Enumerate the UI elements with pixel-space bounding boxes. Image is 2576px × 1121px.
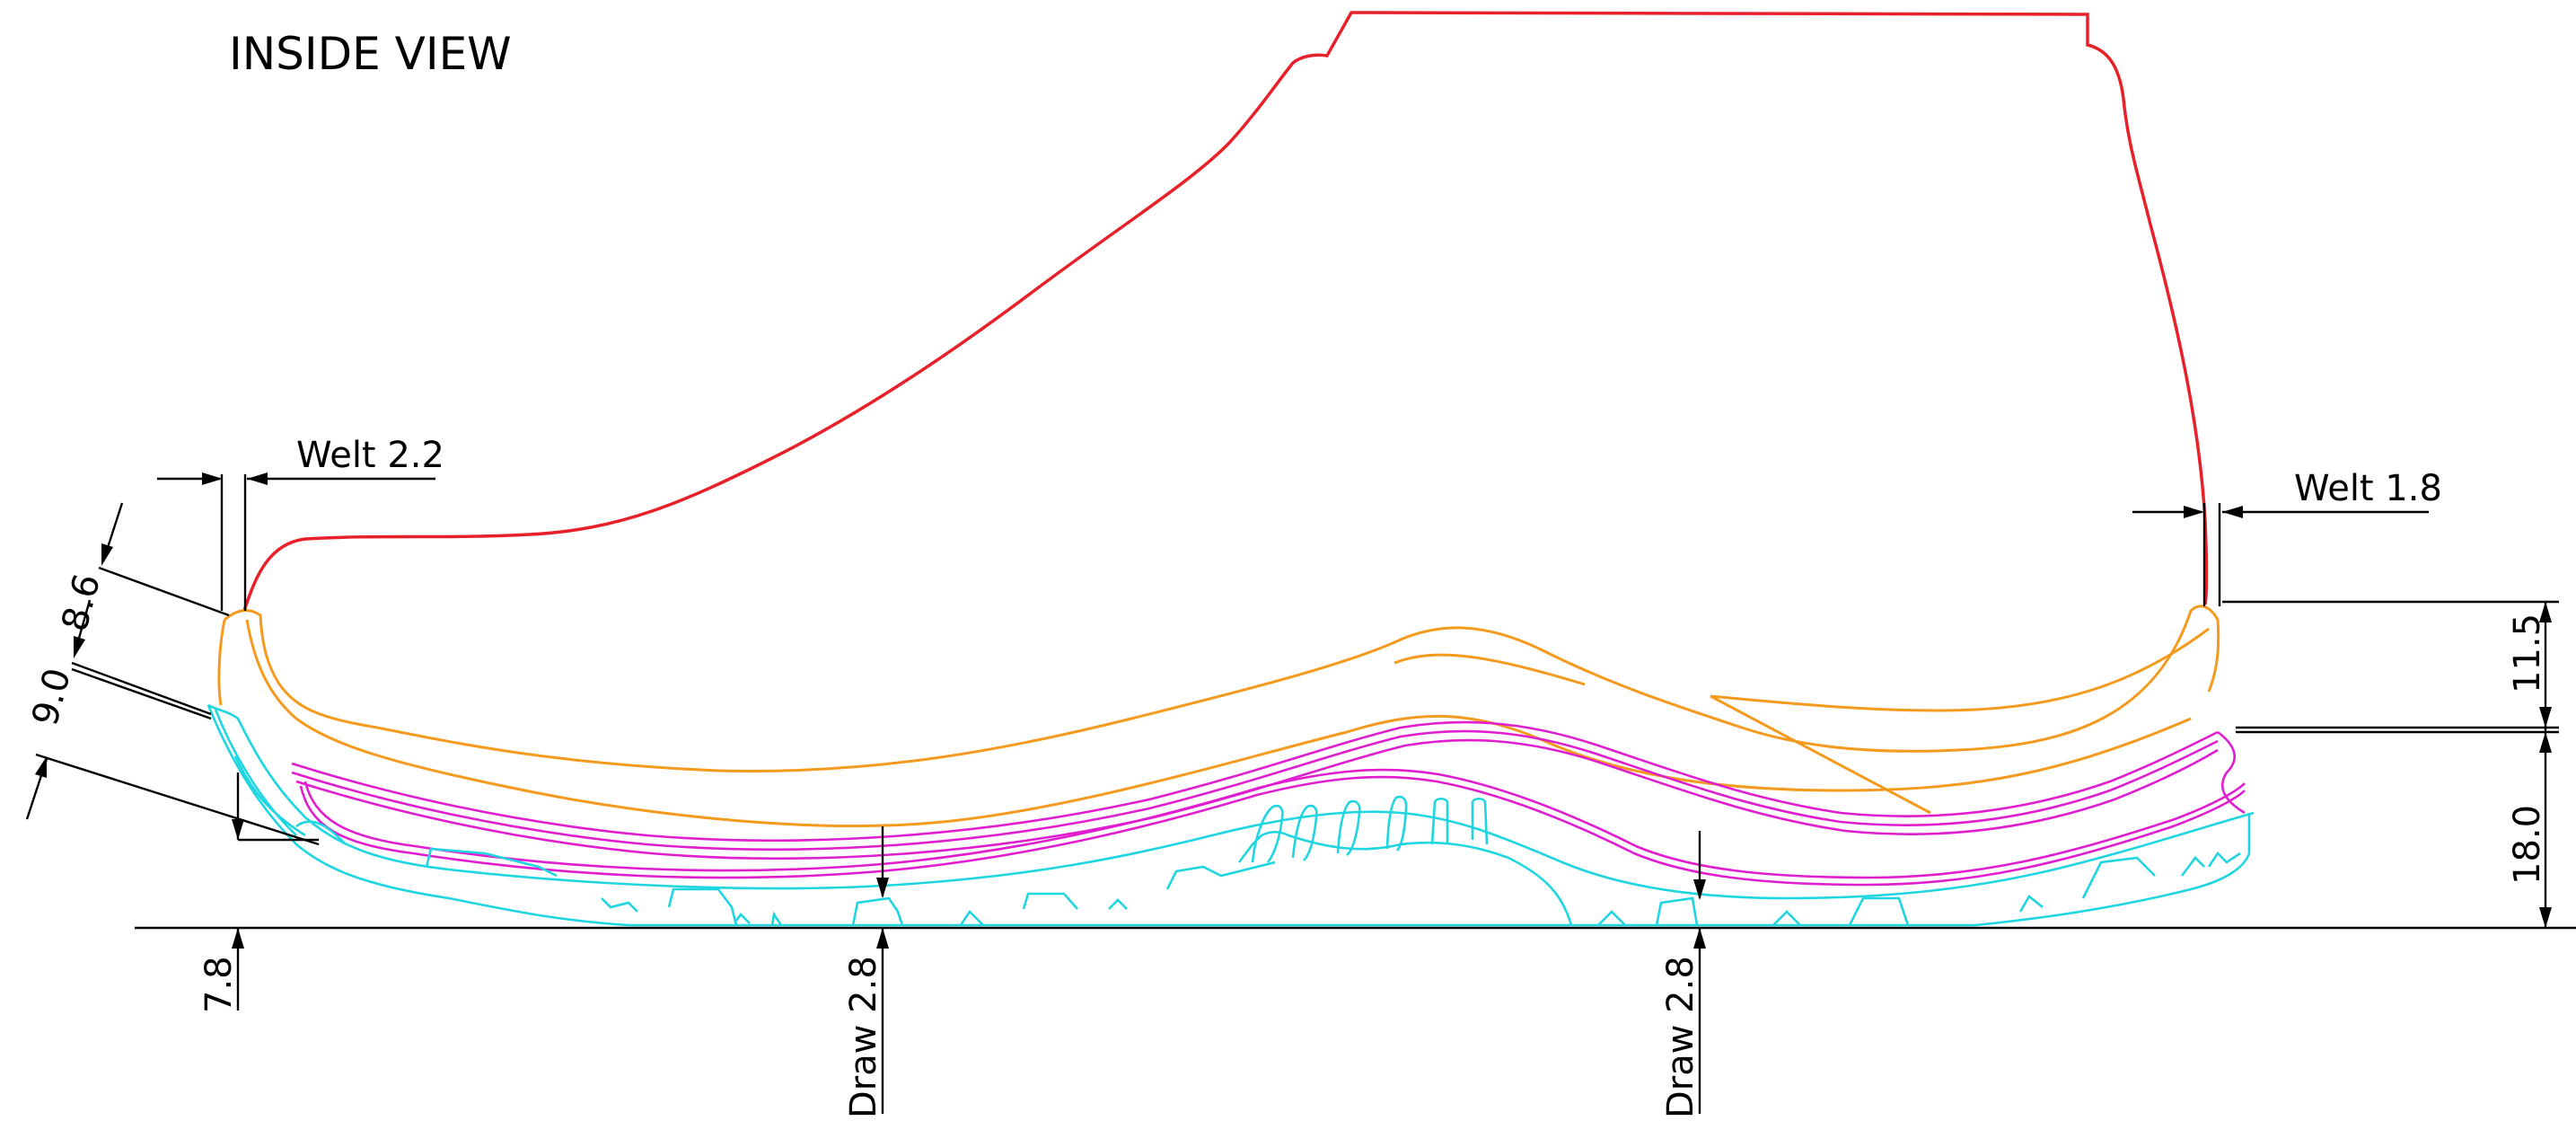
draw-front-dimension: Draw 2.8 <box>843 826 889 1118</box>
midsole-outline <box>217 605 2220 827</box>
heel-height-dimension: 11.5 18.0 <box>2222 600 2559 928</box>
welt-right-dimension: Welt 1.8 <box>2132 468 2442 606</box>
welt-left-label: Welt 2.2 <box>296 435 444 476</box>
heel-lower-label: 18.0 <box>2507 805 2548 885</box>
heel-upper-label: 11.5 <box>2507 613 2548 693</box>
draw-rear-dimension: Draw 2.8 <box>1660 831 1706 1118</box>
view-title: INSIDE VIEW <box>229 28 512 80</box>
upper-outline <box>242 11 2209 612</box>
draw-rear-label: Draw 2.8 <box>1660 956 1701 1118</box>
insole-layers <box>291 720 2246 887</box>
draw-front-label: Draw 2.8 <box>843 956 884 1118</box>
toe-angle-lower-label: 9.0 <box>24 664 79 729</box>
toe-height-label: 7.8 <box>198 956 240 1013</box>
outsole-outline <box>207 703 2255 927</box>
toe-angle-upper-label: 8.6 <box>54 569 109 635</box>
toe-height-dimension: 7.8 <box>198 772 319 1013</box>
welt-left-dimension: Welt 2.2 <box>157 435 444 611</box>
welt-right-label: Welt 1.8 <box>2294 468 2442 509</box>
